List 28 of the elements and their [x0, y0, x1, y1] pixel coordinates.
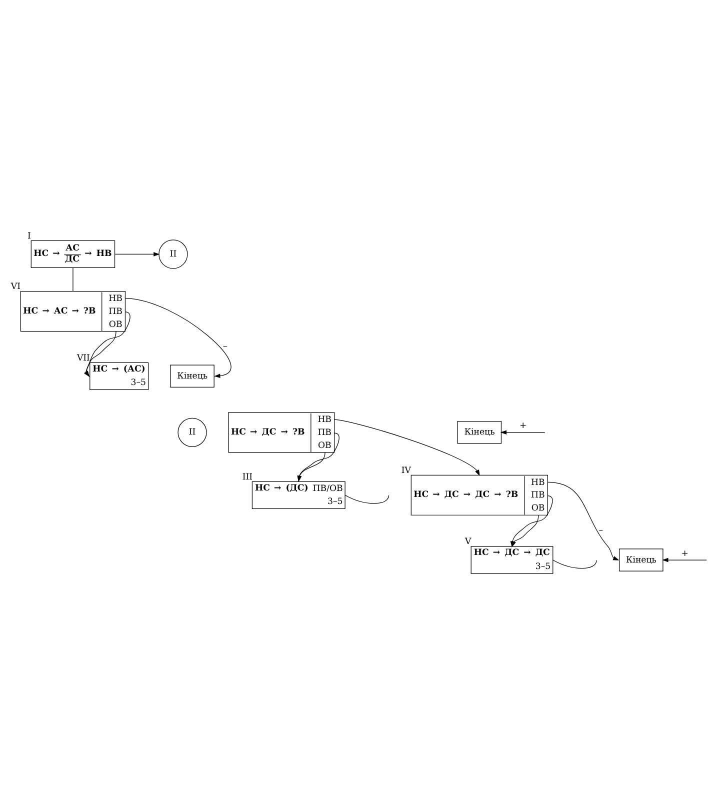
edge-label: +: [681, 548, 688, 558]
arrow: [334, 418, 480, 476]
node-box: НС → ДС → ДС 3–5: [470, 546, 554, 574]
node-label: VI: [10, 281, 20, 292]
arrow: [124, 298, 232, 378]
arrow: [662, 557, 707, 562]
edge-label: –: [598, 526, 603, 536]
arrow: [512, 514, 539, 547]
connector: [72, 266, 74, 292]
arrow: [500, 430, 546, 434]
node-circle: II: [178, 417, 207, 446]
node-box: НС → (АС) 3–5: [90, 362, 149, 390]
node-box: НС → (ДС) ПВ/ОВ 3–5: [252, 480, 346, 508]
arrow: [114, 252, 160, 256]
node-label: III: [242, 472, 253, 482]
node-label: IV: [401, 465, 411, 476]
node-box: Кінець: [618, 548, 664, 571]
node-box: Кінець: [457, 420, 502, 444]
edge-label: +: [520, 420, 527, 431]
node-circle: II: [158, 239, 188, 268]
node-box: Кінець: [170, 364, 214, 388]
node-label: VII: [76, 352, 90, 363]
edge-label: –: [223, 342, 228, 352]
arrow: [547, 481, 620, 560]
node-label: I: [27, 230, 31, 241]
connector: [344, 494, 390, 504]
connector: [552, 559, 597, 568]
node-label: V: [464, 536, 472, 547]
